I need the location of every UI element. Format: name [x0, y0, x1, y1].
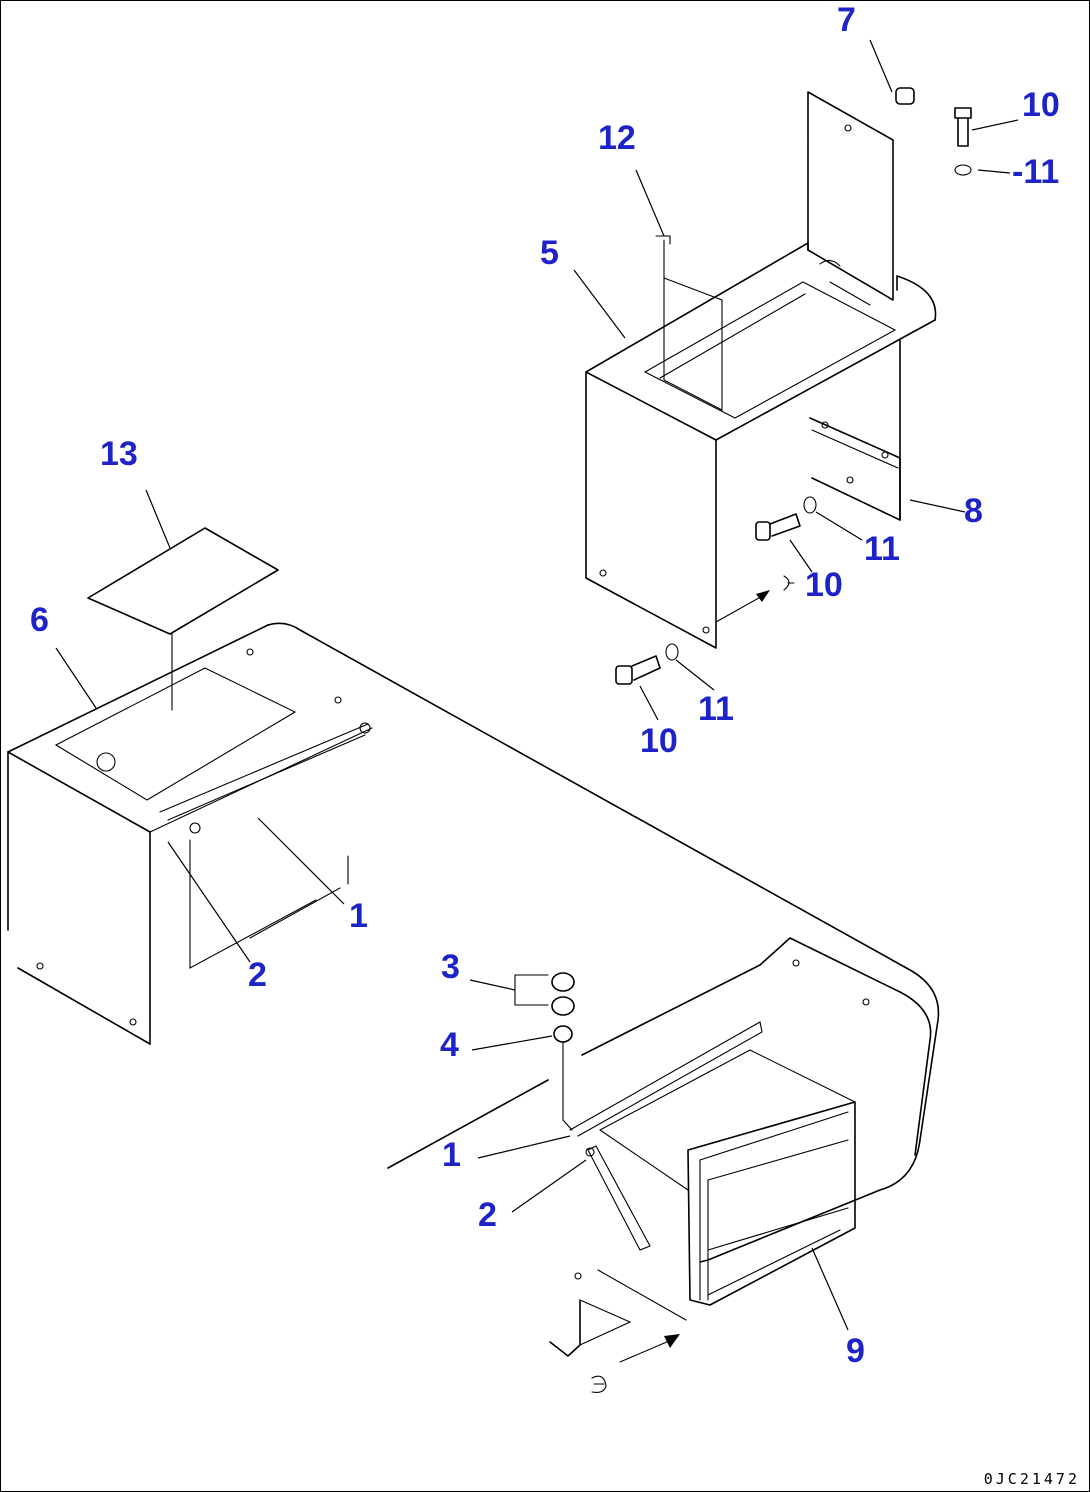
- callout-10-side: 10: [805, 566, 843, 604]
- callout-6: 6: [30, 601, 49, 639]
- callout-8: 8: [964, 492, 983, 530]
- callout-2-right: 2: [478, 1196, 497, 1234]
- main-body-outline: [267, 622, 940, 1393]
- callout-9: 9: [846, 1332, 865, 1370]
- callout-10-top: 10: [1022, 86, 1060, 124]
- callout-1-right: 1: [442, 1136, 461, 1174]
- upper-box-assembly: [585, 87, 972, 685]
- callout-7: 7: [837, 1, 856, 39]
- callout-13: 13: [100, 435, 138, 473]
- callout-11-side: 11: [864, 530, 900, 568]
- callout-2-left: 2: [248, 956, 267, 994]
- callout-3: 3: [441, 948, 460, 986]
- callout-1-left: 1: [349, 897, 368, 935]
- left-box-assembly: [7, 527, 373, 1045]
- callout-4: 4: [440, 1026, 459, 1064]
- callout-11-top: -11: [1012, 153, 1060, 191]
- callout-12: 12: [598, 119, 636, 157]
- callout-10-lower: 10: [640, 722, 678, 760]
- callout-11-lower: 11: [698, 690, 734, 728]
- drawing-code: 0JC21472: [983, 1470, 1080, 1488]
- leader-lines: [55, 39, 1019, 1331]
- callout-5: 5: [540, 234, 559, 272]
